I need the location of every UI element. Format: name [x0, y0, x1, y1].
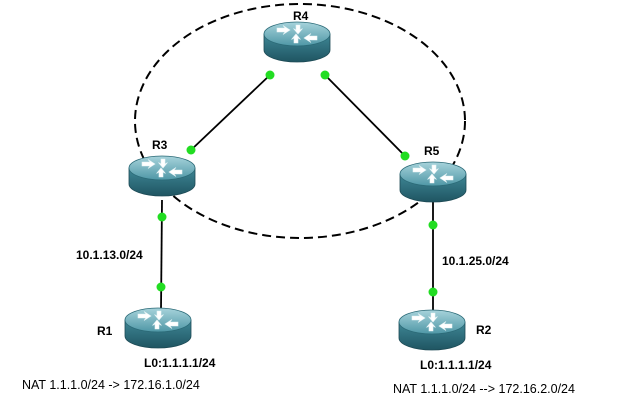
port-dot: [265, 70, 275, 80]
ospf-area-ring: [134, 3, 466, 239]
port-dot: [428, 220, 438, 230]
r2-nat-label: NAT 1.1.1.0/24 --> 172.16.2.0/24: [393, 382, 575, 396]
port-dot: [156, 282, 166, 292]
router-r2-label: R2: [476, 323, 492, 337]
router-r4-label: R4: [293, 9, 309, 23]
port-dot: [157, 212, 167, 222]
router-r3-label: R3: [152, 138, 168, 152]
links: [160, 74, 434, 314]
r1-loopback-label: L0:1.1.1.1/24: [144, 356, 216, 370]
router-r2-icon[interactable]: [398, 309, 466, 351]
port-dot: [400, 151, 410, 161]
network-r2-r5-label: 10.1.25.0/24: [442, 254, 509, 268]
port-dot: [186, 145, 196, 155]
router-r3-icon[interactable]: [128, 155, 196, 197]
port-dots: [156, 70, 438, 297]
link-r4-r5: [324, 74, 406, 157]
router-r4-icon[interactable]: [263, 21, 331, 63]
router-r1-icon[interactable]: [124, 307, 192, 349]
r2-loopback-label: L0:1.1.1.1/24: [420, 358, 492, 372]
router-r5-icon[interactable]: [399, 161, 467, 203]
r1-nat-label: NAT 1.1.1.0/24 -> 172.16.1.0/24: [22, 378, 200, 392]
router-r5-label: R5: [424, 144, 440, 158]
link-r4-r3: [190, 74, 271, 151]
port-dot: [428, 287, 438, 297]
network-r1-r3-label: 10.1.13.0/24: [76, 248, 143, 262]
router-r1-label: R1: [97, 324, 113, 338]
port-dot: [320, 70, 330, 80]
